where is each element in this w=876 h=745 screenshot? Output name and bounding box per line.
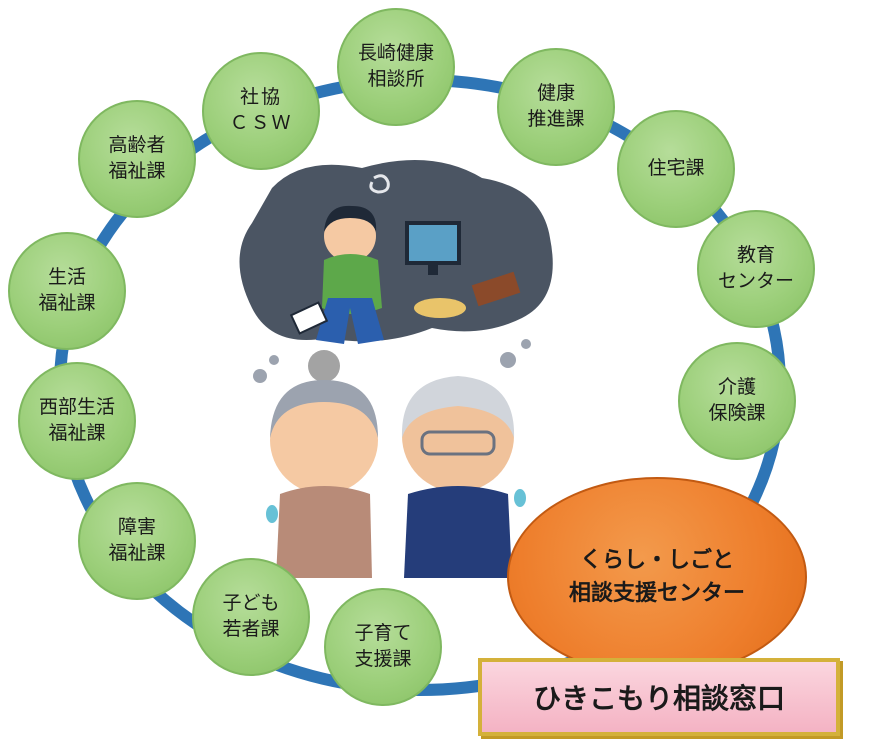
node-education-center[interactable]: 教育 センター xyxy=(697,210,815,328)
center-support-organization[interactable]: くらし・しごと 相談支援センター xyxy=(507,477,807,677)
grandmother-head xyxy=(270,386,378,494)
node-care-insurance[interactable]: 介護 保険課 xyxy=(678,342,796,460)
grandmother-body xyxy=(276,486,372,578)
youth-head xyxy=(324,210,376,262)
node-housing[interactable]: 住宅課 xyxy=(617,110,735,228)
node-life-welfare[interactable]: 生活 福祉課 xyxy=(8,232,126,350)
node-elderly-welfare[interactable]: 高齢者 福祉課 xyxy=(78,100,196,218)
thought-bubble xyxy=(521,339,531,349)
tear-drop xyxy=(266,505,278,523)
node-children-youth[interactable]: 子ども 若者課 xyxy=(192,558,310,676)
node-west-life-welfare[interactable]: 西部生活 福祉課 xyxy=(18,362,136,480)
node-disability-welfare[interactable]: 障害 福祉課 xyxy=(78,482,196,600)
thought-bubble xyxy=(269,355,279,365)
node-social-welfare-csw[interactable]: 社協 ＣＳＷ xyxy=(202,52,320,170)
grandfather-body xyxy=(404,486,512,578)
hikikomori-illustration xyxy=(239,160,553,578)
node-health-promotion[interactable]: 健康 推進課 xyxy=(497,48,615,166)
glasses xyxy=(420,430,496,456)
tear-drop xyxy=(514,489,526,507)
grandfather-hair xyxy=(401,376,515,438)
box xyxy=(471,271,521,307)
thought-bubble xyxy=(500,352,516,368)
thought-bubble xyxy=(253,369,267,383)
monitor-stand xyxy=(428,263,438,275)
node-childcare-support[interactable]: 子育て 支援課 xyxy=(324,588,442,706)
consultation-window-text: ひきこもり相談窓口 xyxy=(532,682,785,715)
monitor-screen xyxy=(405,221,461,265)
grandmother-hair xyxy=(270,380,378,438)
tablet xyxy=(289,301,329,335)
consultation-window-label[interactable]: ひきこもり相談窓口 xyxy=(478,658,840,736)
node-nagasaki-health-consultation[interactable]: 長崎健康 相談所 xyxy=(337,8,455,126)
youth-legs xyxy=(316,298,384,344)
gloom-cloud xyxy=(239,160,553,342)
noodle-bowl xyxy=(414,298,466,318)
youth-hair xyxy=(324,205,377,232)
swirl-icon xyxy=(369,174,390,194)
grandmother-bun xyxy=(308,350,340,382)
